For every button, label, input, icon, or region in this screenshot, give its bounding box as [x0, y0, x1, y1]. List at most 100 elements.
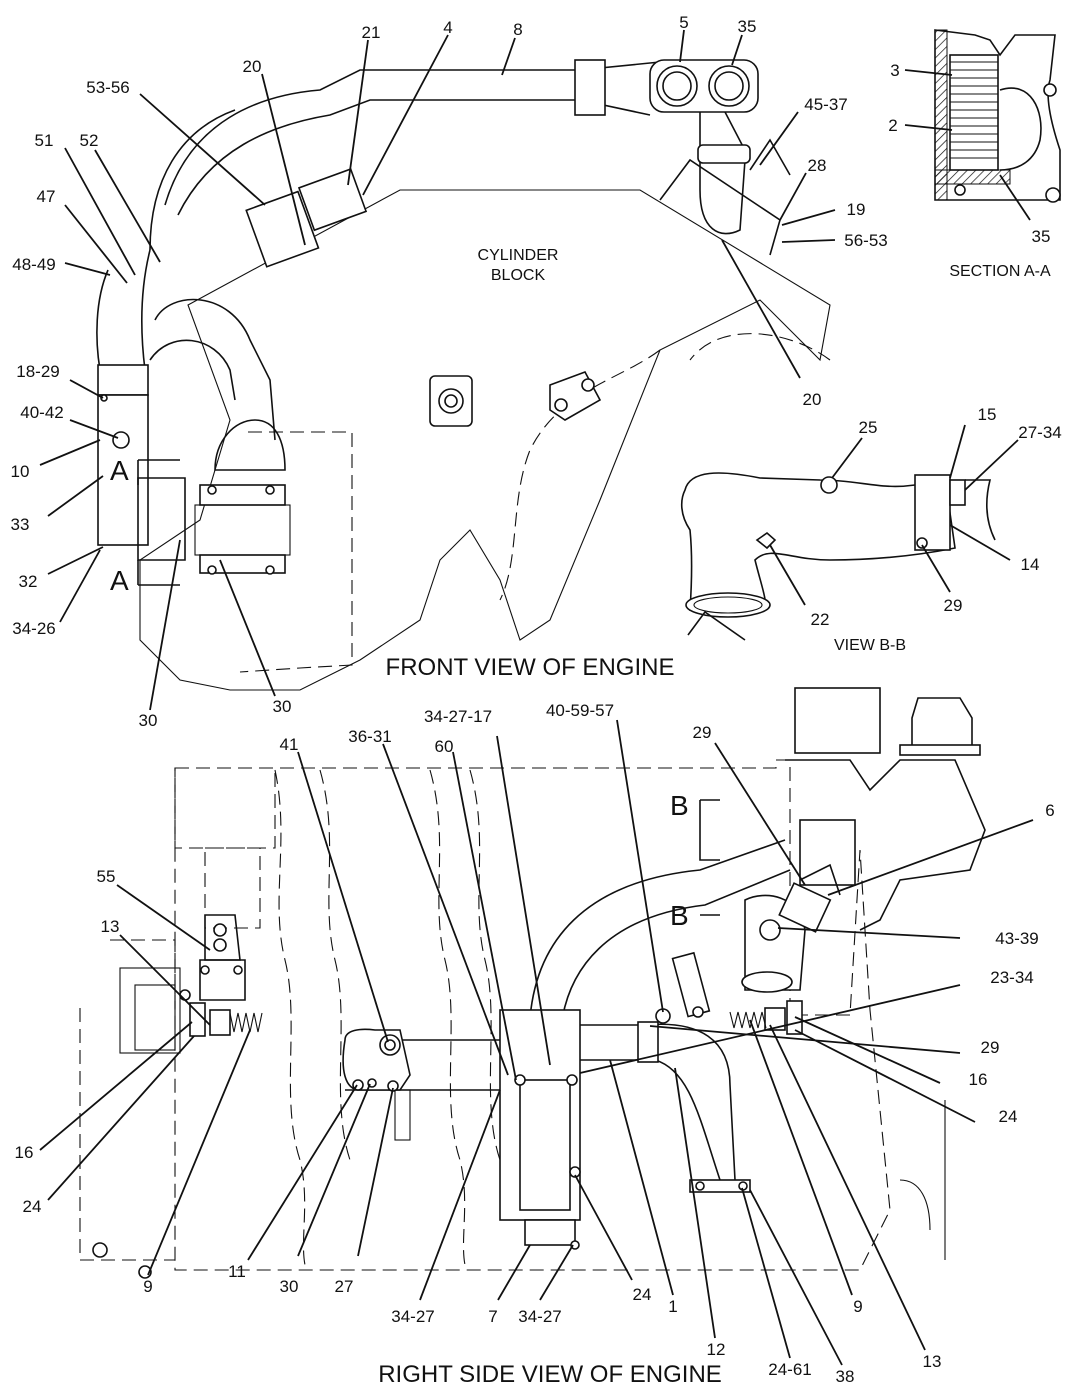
- callout-60: 60: [435, 737, 454, 756]
- block-label: BLOCK: [491, 267, 546, 284]
- callout-2: 2: [888, 116, 897, 135]
- front-elbow: [149, 298, 276, 441]
- callout-23-34: 23-34: [990, 968, 1033, 987]
- callout-47: 47: [37, 187, 56, 206]
- callout-24-left: 24: [23, 1197, 42, 1216]
- callout-16-left: 16: [15, 1143, 34, 1162]
- callout-6: 6: [1045, 801, 1054, 820]
- right-spring-bracket: [786, 1000, 803, 1035]
- callout-28: 28: [808, 156, 827, 175]
- callout-40-59-57: 40-59-57: [546, 701, 614, 720]
- callout-43-39: 43-39: [995, 929, 1038, 948]
- pipe-coupler: [574, 59, 606, 116]
- right-callouts: 41 36-31 60 34-27-17 40-59-57 29 6 43-39…: [15, 701, 1055, 1386]
- callout-9-left: 9: [143, 1277, 152, 1296]
- section-aa-label: SECTION A-A: [949, 263, 1051, 280]
- callout-3: 3: [890, 61, 899, 80]
- callout-25: 25: [859, 418, 878, 437]
- callout-5: 5: [679, 13, 688, 32]
- callout-40-42: 40-42: [20, 403, 63, 422]
- callout-51: 51: [35, 131, 54, 150]
- section-a-marker: [137, 459, 180, 586]
- section-letter-a-top: A: [110, 455, 129, 486]
- left-turbo: [342, 1028, 411, 1091]
- top-exhaust-pipe: [164, 69, 580, 206]
- left-spring: [229, 1012, 263, 1033]
- section-letter-b-top: B: [670, 790, 689, 821]
- block-dashed-contour: [499, 349, 661, 601]
- callout-22: 22: [811, 610, 830, 629]
- callout-16-right: 16: [969, 1070, 988, 1089]
- callout-52: 52: [80, 131, 99, 150]
- callout-48-49: 48-49: [12, 255, 55, 274]
- callout-30-left: 30: [139, 711, 158, 730]
- callout-29-mid: 29: [981, 1038, 1000, 1057]
- callout-30-right-view: 30: [280, 1277, 299, 1296]
- right-elbow-12: [644, 1023, 736, 1181]
- callout-34-27-17: 34-27-17: [424, 707, 492, 726]
- callout-38: 38: [836, 1367, 855, 1386]
- left-vertical-pipe: [96, 269, 109, 371]
- callout-14: 14: [1021, 555, 1040, 574]
- upper-right-box: [794, 687, 881, 754]
- callout-53-56: 53-56: [86, 78, 129, 97]
- front-callouts: 21 4 8 5 35 20 53-56 51 52 47 48-49 18-2…: [11, 13, 888, 730]
- callout-45-37: 45-37: [804, 95, 847, 114]
- right-view-title: RIGHT SIDE VIEW OF ENGINE: [378, 1361, 722, 1388]
- callout-27: 27: [335, 1277, 354, 1296]
- bellows-ribs: [950, 61, 998, 159]
- engine-dashed-outline: [174, 759, 891, 1271]
- cylinder-block-outline: [139, 189, 831, 691]
- callout-24-bottom: 24: [633, 1285, 652, 1304]
- callout-8: 8: [513, 20, 522, 39]
- view-bb-elbow: [680, 472, 956, 611]
- right-spring: [729, 1011, 767, 1029]
- callout-35-section: 35: [1032, 227, 1051, 246]
- front-view-title: FRONT VIEW OF ENGINE: [386, 654, 675, 681]
- callout-15: 15: [978, 405, 997, 424]
- callout-30-right: 30: [273, 697, 292, 716]
- callout-29-bb: 29: [944, 596, 963, 615]
- left-pipe-body: [97, 394, 149, 546]
- view-bb-label: VIEW B-B: [834, 637, 906, 654]
- section-aa: 3 2 35 SECTION A-A: [888, 29, 1061, 280]
- callout-41: 41: [280, 735, 299, 754]
- callout-1: 1: [668, 1297, 677, 1316]
- bracket-20: [245, 190, 320, 268]
- left-pipe-clamp: [97, 364, 149, 396]
- callout-34-26: 34-26: [12, 619, 55, 638]
- callout-35: 35: [738, 17, 757, 36]
- callout-21: 21: [362, 23, 381, 42]
- section-letter-b-bottom: B: [670, 900, 689, 931]
- callout-55: 55: [97, 867, 116, 886]
- callout-19: 19: [847, 200, 866, 219]
- view-bb: 25 15 27-34 14 29 22 VIEW B-B: [680, 405, 1062, 654]
- callout-20-top: 20: [243, 57, 262, 76]
- callout-32: 32: [19, 572, 38, 591]
- callout-13-left: 13: [101, 917, 120, 936]
- front-lower-housing: [239, 431, 353, 673]
- callout-24-right: 24: [999, 1107, 1018, 1126]
- right-side-view: B B: [79, 687, 986, 1388]
- callout-11: 11: [228, 1262, 246, 1281]
- downpipe: [699, 111, 751, 235]
- section-letter-a-bottom: A: [110, 565, 129, 596]
- callout-7: 7: [488, 1307, 497, 1326]
- callout-12: 12: [707, 1340, 726, 1359]
- callout-18-29: 18-29: [16, 362, 59, 381]
- front-view: A A CYLINDER BLOCK FRONT VIEW OF ENGINE: [96, 59, 831, 691]
- cylinder-label: CYLINDER: [478, 247, 559, 264]
- actuator: [911, 697, 973, 749]
- callout-34-27-a: 34-27: [391, 1307, 434, 1326]
- callout-13-right: 13: [923, 1352, 942, 1371]
- callout-24-61: 24-61: [768, 1360, 811, 1379]
- callout-36-31: 36-31: [348, 727, 391, 746]
- callout-20-bottom: 20: [803, 390, 822, 409]
- bellows-2-3: [949, 54, 999, 171]
- callout-33: 33: [11, 515, 30, 534]
- callout-56-53: 56-53: [844, 231, 887, 250]
- callout-34-27-b: 34-27: [518, 1307, 561, 1326]
- block-plate-right: [549, 371, 602, 421]
- callout-29-top: 29: [693, 723, 712, 742]
